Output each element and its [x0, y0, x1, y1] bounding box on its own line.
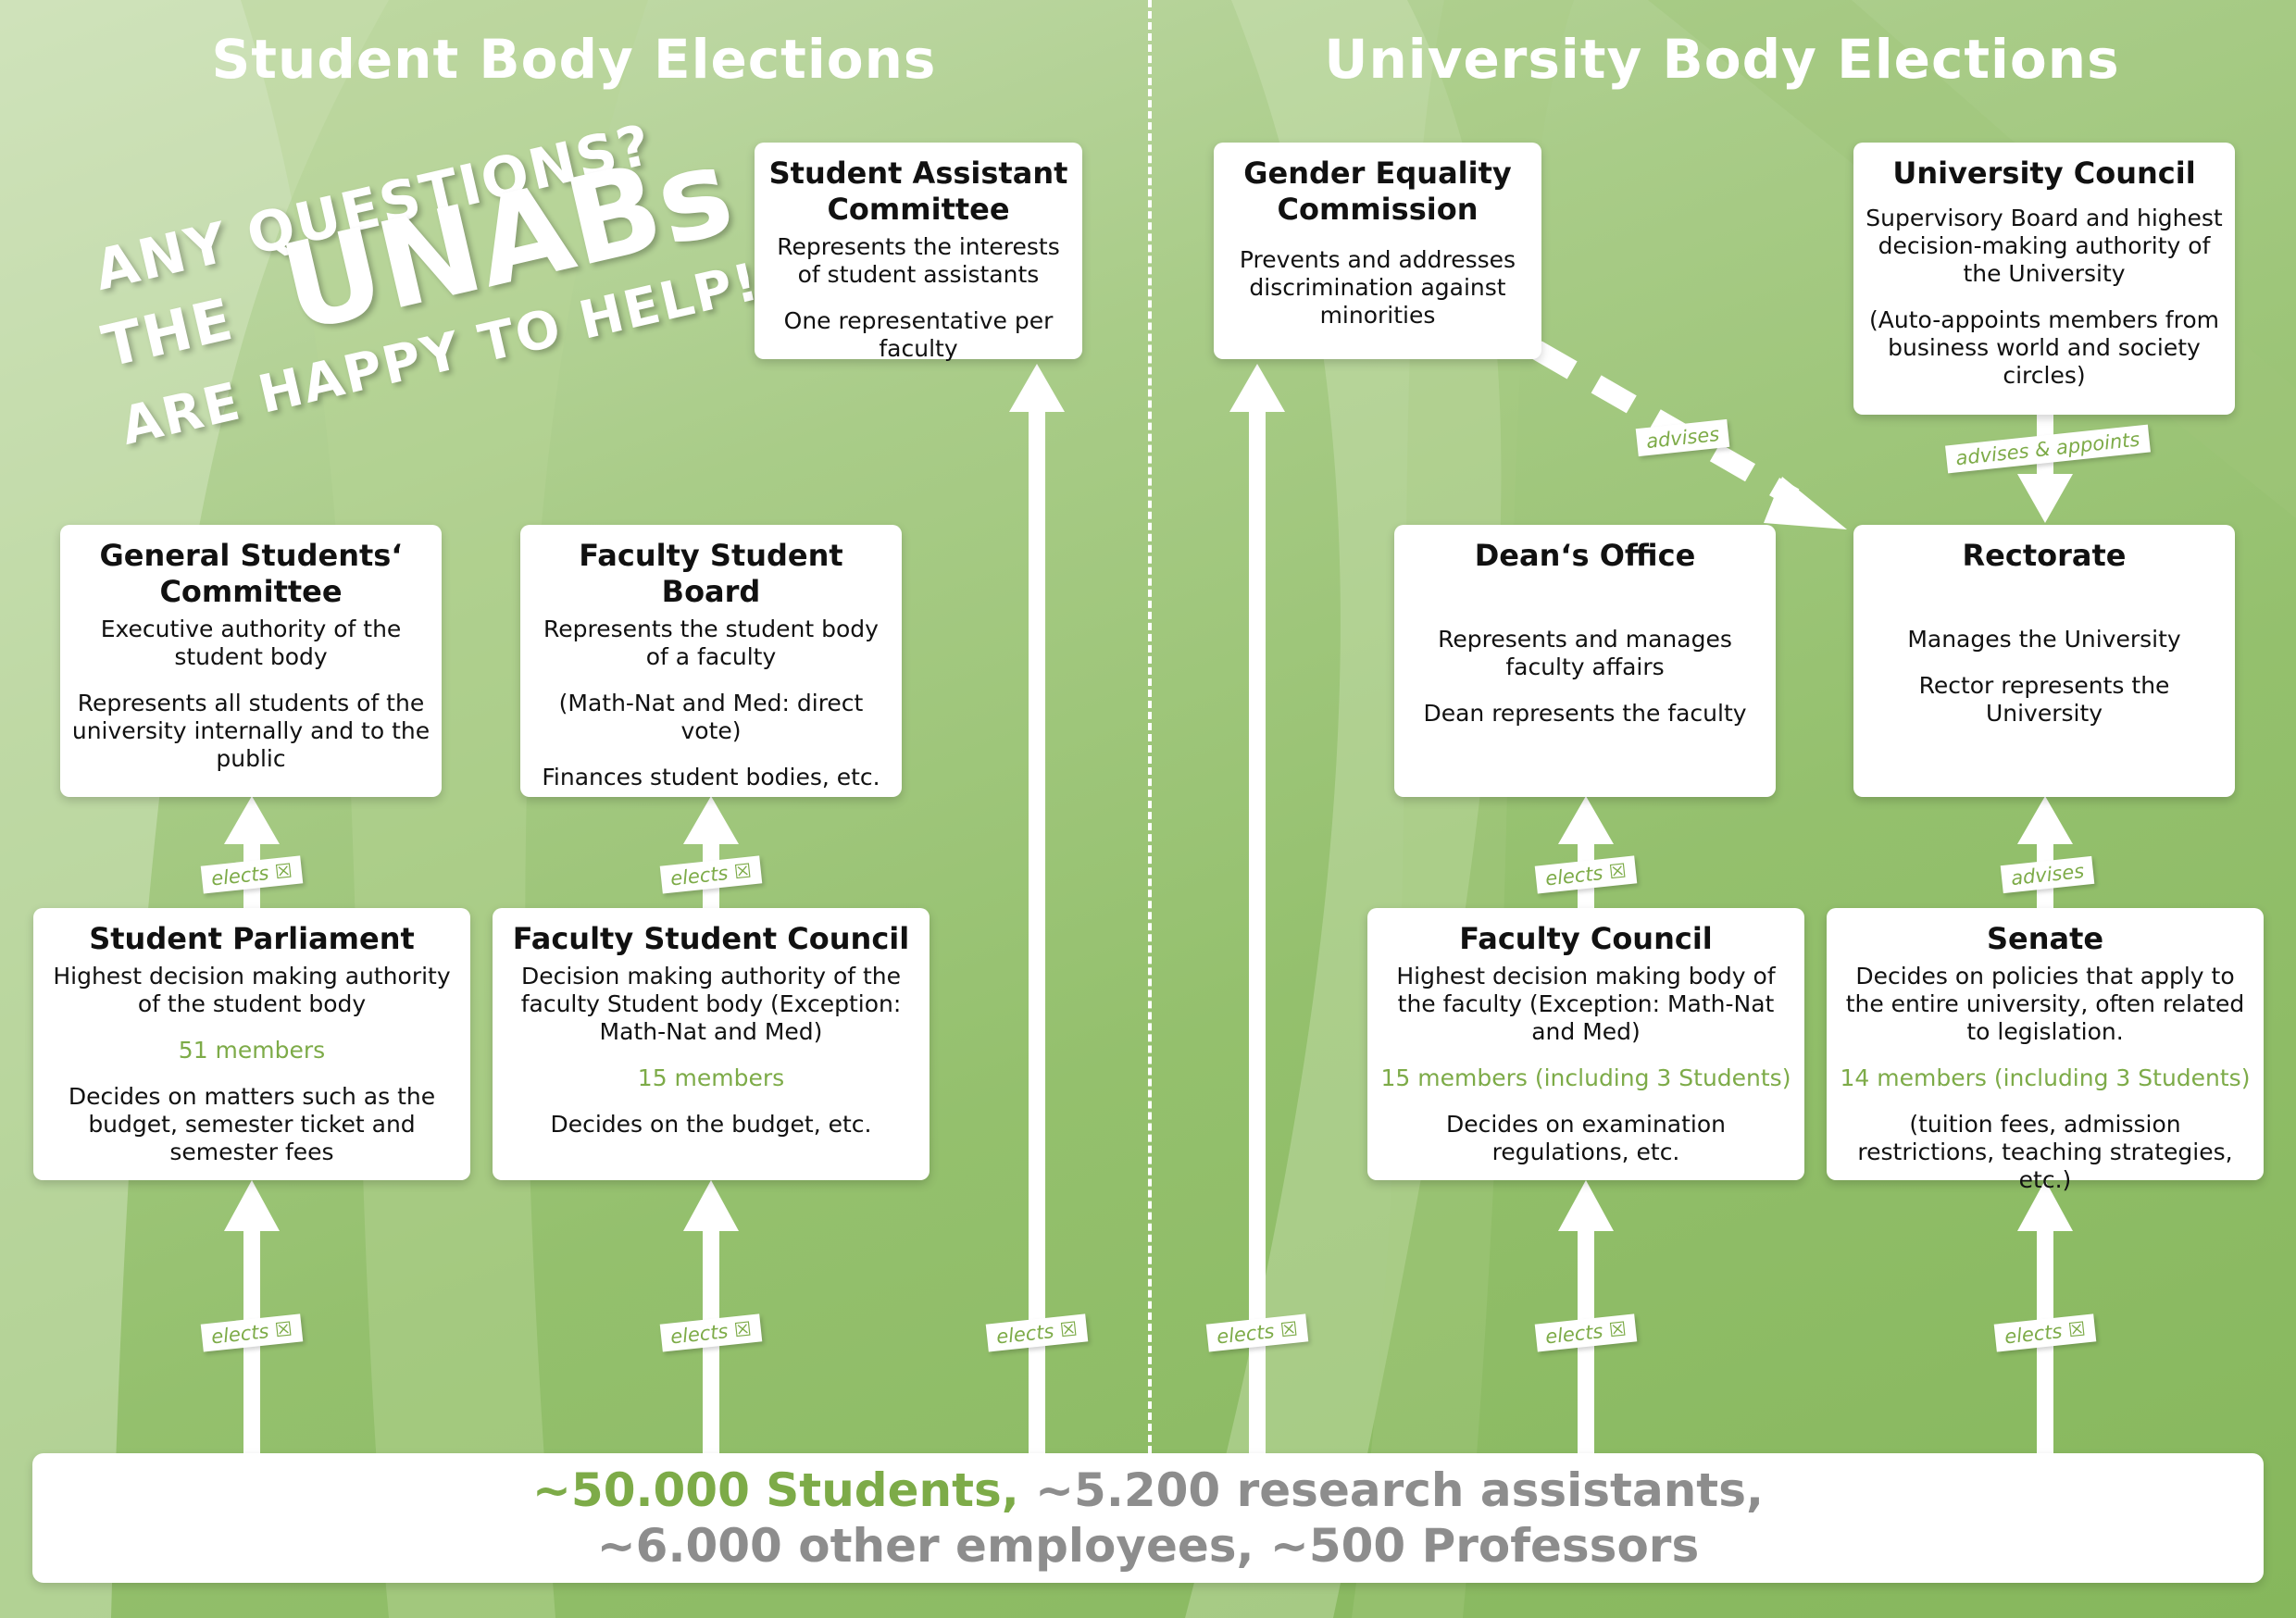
research-assistants-count: ~5.200 research assistants, — [1018, 1463, 1764, 1517]
box-text: (Auto-appoints members from business wor… — [1869, 306, 2219, 389]
box-text: Rector represents the University — [1918, 672, 2170, 727]
section-divider — [1148, 0, 1152, 1453]
university-council-box: University Council Supervisory Board and… — [1853, 143, 2235, 415]
arrow-council-to-rectorate — [2017, 415, 2073, 523]
member-count: 15 members (including 3 Students) — [1380, 1064, 1791, 1091]
footer-line-2: ~6.000 other employees, ~500 Professors — [596, 1519, 1700, 1573]
member-count: 51 members — [178, 1037, 326, 1064]
box-title: Senate — [1986, 921, 2104, 956]
faculty-student-council-box: Faculty Student Council Decision making … — [493, 908, 930, 1180]
box-text: Represents all students of the universit… — [71, 690, 430, 772]
box-title: Dean‘s Office — [1474, 538, 1696, 573]
box-title: Student Assistant Committee — [768, 156, 1068, 227]
box-text: Highest decision making body of the facu… — [1396, 963, 1776, 1045]
arrow-to-gender-equality — [1229, 364, 1285, 1453]
arrow-to-faculty-student-board — [683, 796, 739, 908]
dashed-arrow-gender-to-rectorate — [1531, 341, 1847, 529]
box-text: Represents the interests of student assi… — [777, 233, 1060, 288]
population-footer: ~50.000 Students, ~5.200 research assist… — [32, 1453, 2264, 1583]
general-students-committee-box: General Students‘ Committee Executive au… — [60, 525, 442, 797]
faculty-council-box: Faculty Council Highest decision making … — [1367, 908, 1804, 1180]
box-text: One representative per faculty — [783, 307, 1054, 362]
box-text: Decision making authority of the faculty… — [520, 963, 902, 1045]
box-title: Faculty Council — [1459, 921, 1713, 956]
box-title: Faculty Student Board — [579, 538, 843, 609]
box-text: Decides on the budget, etc. — [550, 1111, 872, 1138]
rectorate-box: Rectorate Manages the University Rector … — [1853, 525, 2235, 797]
box-text: Decides on matters such as the budget, s… — [68, 1083, 436, 1165]
box-text: Manages the University — [1907, 626, 2181, 653]
box-text: Prevents and addresses discrimination ag… — [1239, 246, 1516, 329]
footer-line-1: ~50.000 Students, ~5.200 research assist… — [32, 1462, 2264, 1518]
box-text: Finances student bodies, etc. — [542, 764, 880, 790]
box-text: Represents and manages faculty affairs — [1438, 626, 1732, 680]
university-elections-heading: University Body Elections — [1324, 28, 2120, 91]
arrow-to-student-assistant — [1009, 364, 1065, 1453]
arrow-senate-to-rectorate — [2017, 796, 2073, 908]
box-title: General Students‘ Committee — [99, 538, 403, 609]
box-text: Decides on policies that apply to the en… — [1845, 963, 2245, 1045]
box-text: Supervisory Board and highest decision-m… — [1866, 205, 2223, 287]
deans-office-box: Dean‘s Office Represents and manages fac… — [1394, 525, 1776, 797]
box-title: Rectorate — [1962, 538, 2127, 573]
box-text: (Math-Nat and Med: direct vote) — [558, 690, 864, 744]
box-title: Gender Equality Commission — [1243, 156, 1512, 227]
student-assistant-committee-box: Student Assistant Committee Represents t… — [755, 143, 1082, 362]
box-title: Faculty Student Council — [512, 921, 910, 956]
student-parliament-box: Student Parliament Highest decision maki… — [33, 908, 470, 1180]
box-text: Highest decision making authority of the… — [53, 963, 451, 1017]
member-count: 15 members — [637, 1064, 785, 1091]
box-title: Student Parliament — [89, 921, 415, 956]
box-title: University Council — [1892, 156, 2196, 191]
student-elections-heading: Student Body Elections — [211, 28, 937, 91]
senate-box: Senate Decides on policies that apply to… — [1827, 908, 2264, 1193]
arrow-to-general-students — [224, 796, 280, 908]
member-count: 14 members (including 3 Students) — [1840, 1064, 2251, 1091]
box-text: Executive authority of the student body — [100, 616, 402, 670]
students-count: ~50.000 Students, — [532, 1463, 1019, 1517]
box-text: Dean represents the faculty — [1423, 700, 1747, 727]
box-text: Decides on examination regulations, etc. — [1445, 1111, 1727, 1165]
gender-equality-commission-box: Gender Equality Commission Prevents and … — [1214, 143, 1541, 359]
box-text: Represents the student body of a faculty — [543, 616, 879, 670]
faculty-student-board-box: Faculty Student Board Represents the stu… — [520, 525, 902, 797]
box-text: (tuition fees, admission restrictions, t… — [1857, 1111, 2233, 1193]
arrow-to-deans-office — [1558, 796, 1614, 908]
